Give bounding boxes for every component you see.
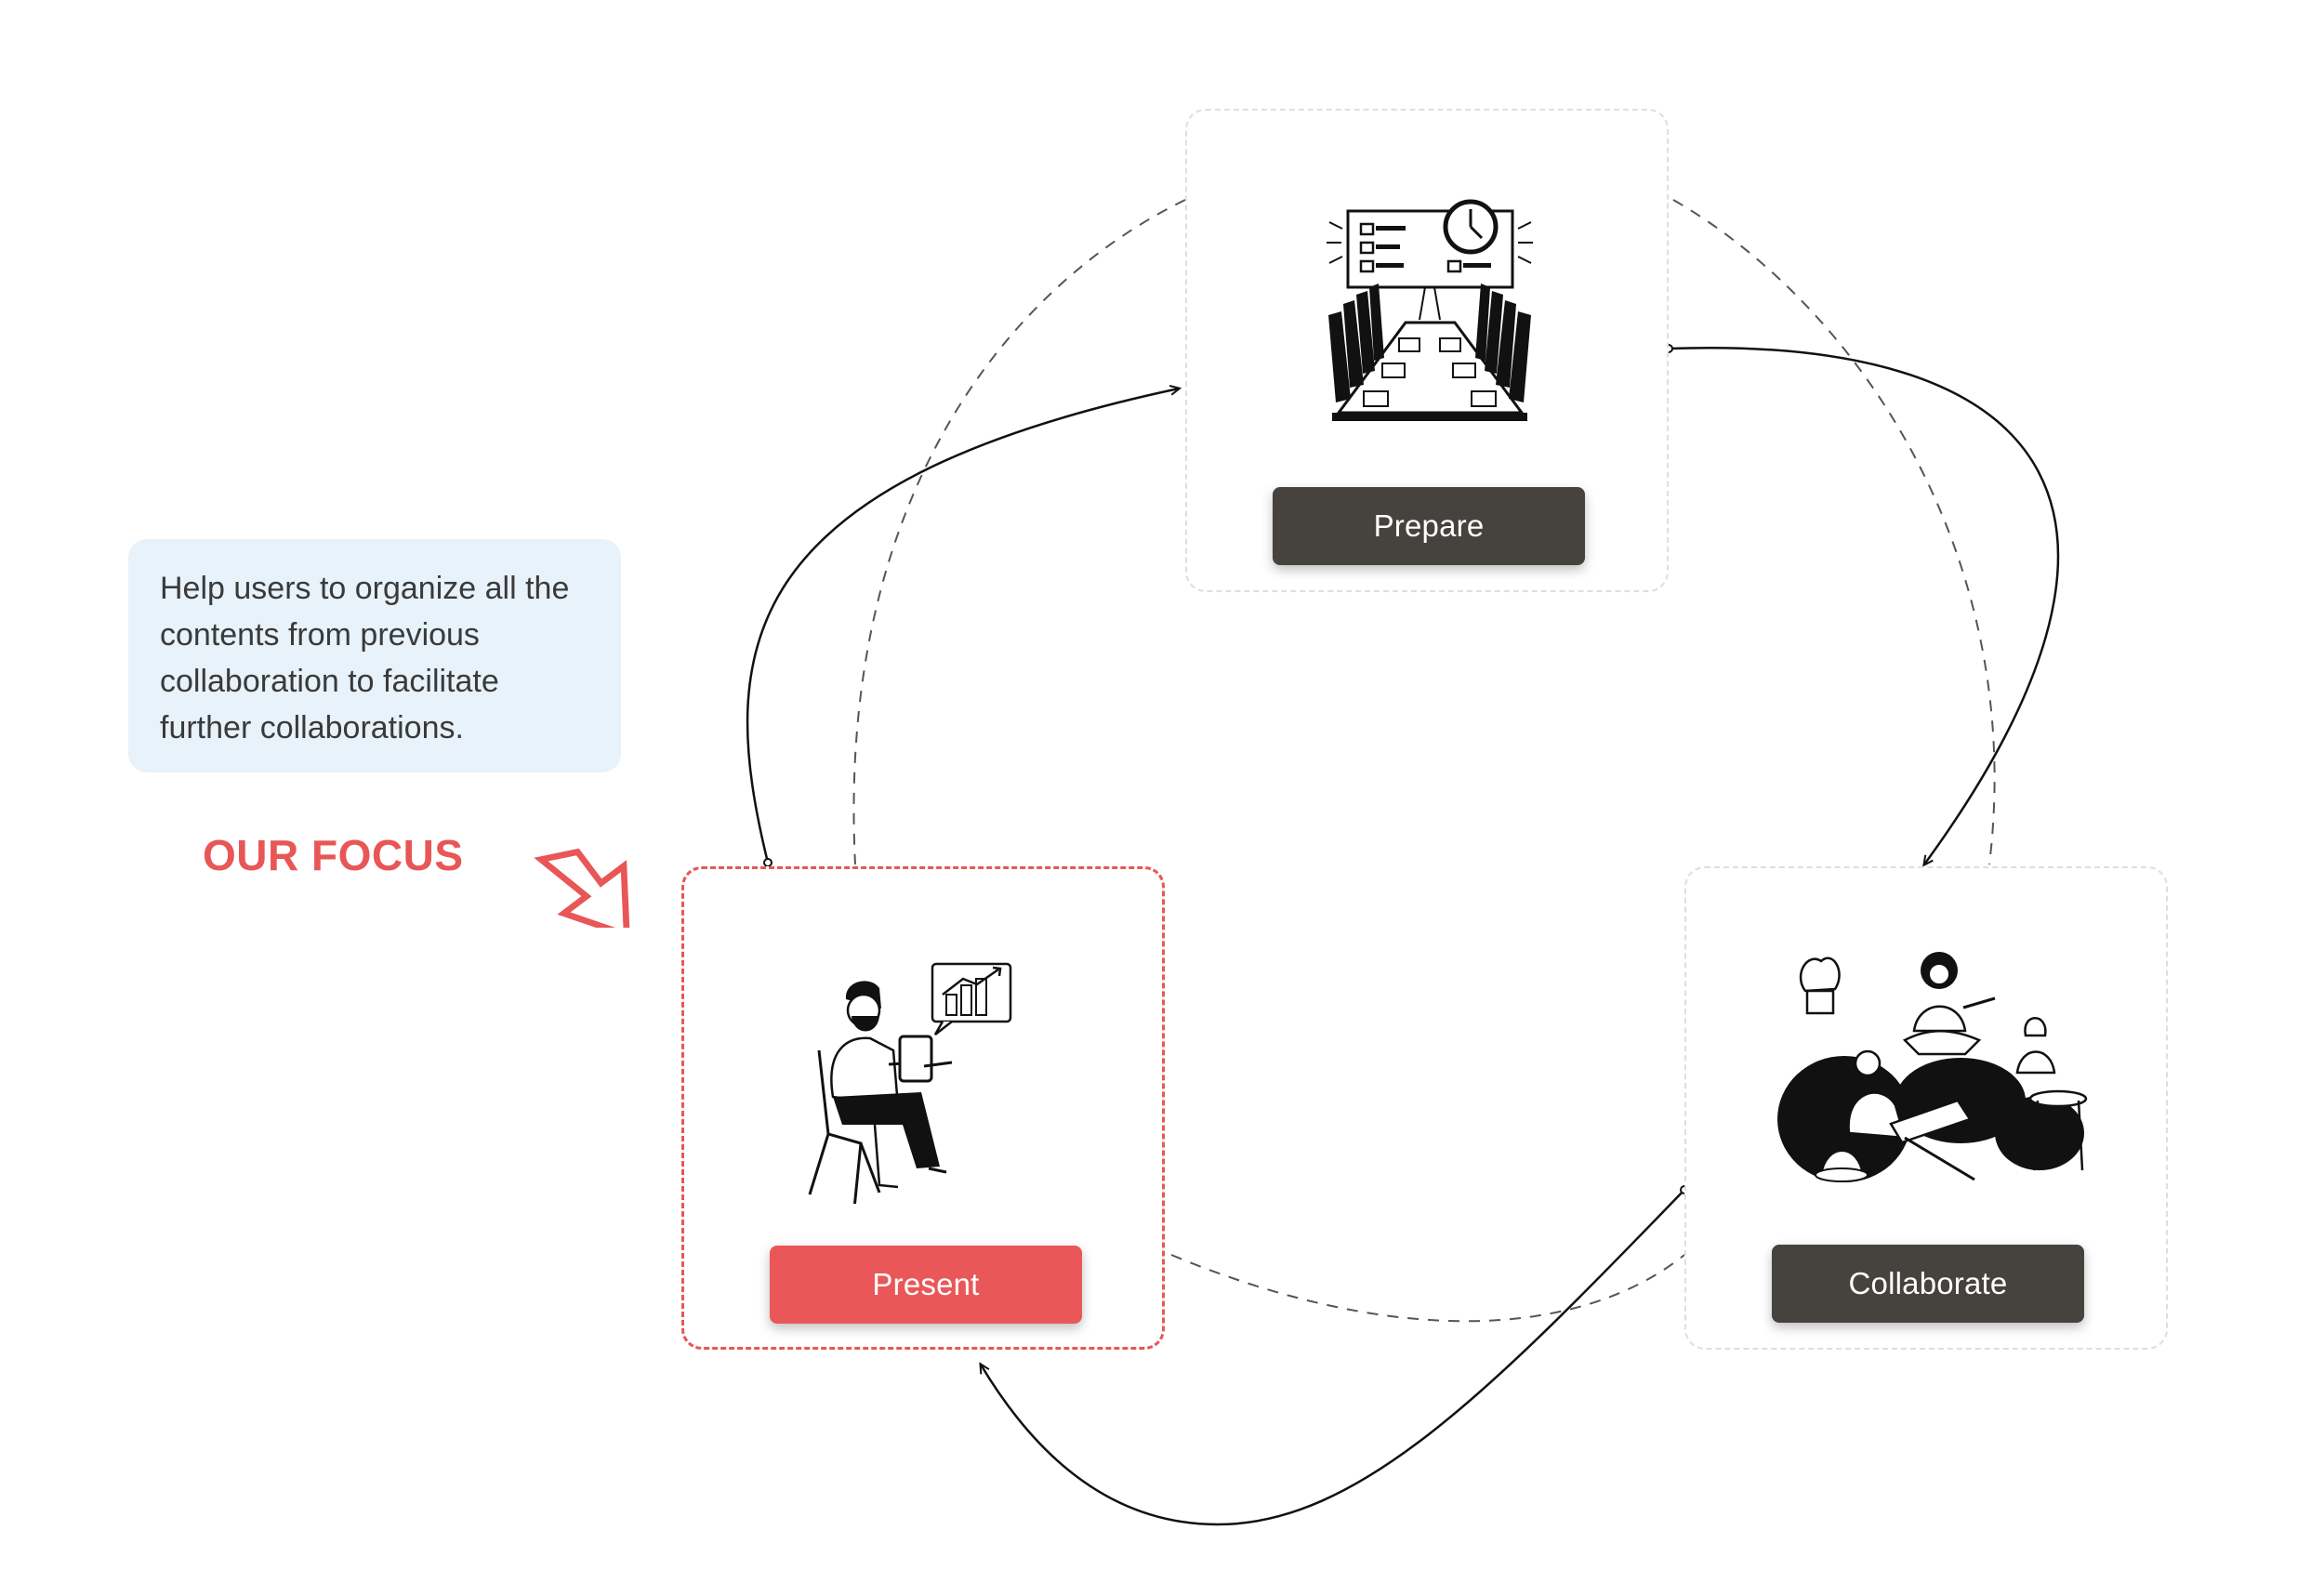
prepare-button[interactable]: Prepare: [1273, 487, 1585, 565]
focus-description-note: Help users to organize all the contents …: [128, 539, 621, 772]
cycle-ring-arc-top-left: [852, 199, 1186, 865]
arrow-icon: [534, 848, 630, 928]
cycle-ring-arc-bottom: [1170, 1254, 1685, 1323]
connector-start-dot: [763, 858, 772, 867]
meeting-room-illustration: [1327, 199, 1533, 421]
stage-card-present: Present: [681, 866, 1165, 1350]
presenter-illustration: [808, 962, 1012, 1204]
team-collaboration-illustration: [1777, 952, 2088, 1182]
collaborate-button[interactable]: Collaborate: [1772, 1245, 2084, 1323]
present-button[interactable]: Present: [770, 1246, 1082, 1324]
our-focus-label: OUR FOCUS: [203, 831, 464, 879]
connector-collaborate-to-present: [979, 1189, 1685, 1526]
focus-description-text: Help users to organize all the contents …: [160, 571, 570, 745]
stage-card-prepare: Prepare: [1185, 109, 1669, 592]
connector-prepare-to-collaborate: [1668, 346, 2060, 867]
stage-card-collaborate: Collaborate: [1684, 866, 2168, 1350]
cycle-ring-arc-top-right: [1672, 199, 1996, 865]
connector-present-to-prepare: [746, 385, 1182, 864]
